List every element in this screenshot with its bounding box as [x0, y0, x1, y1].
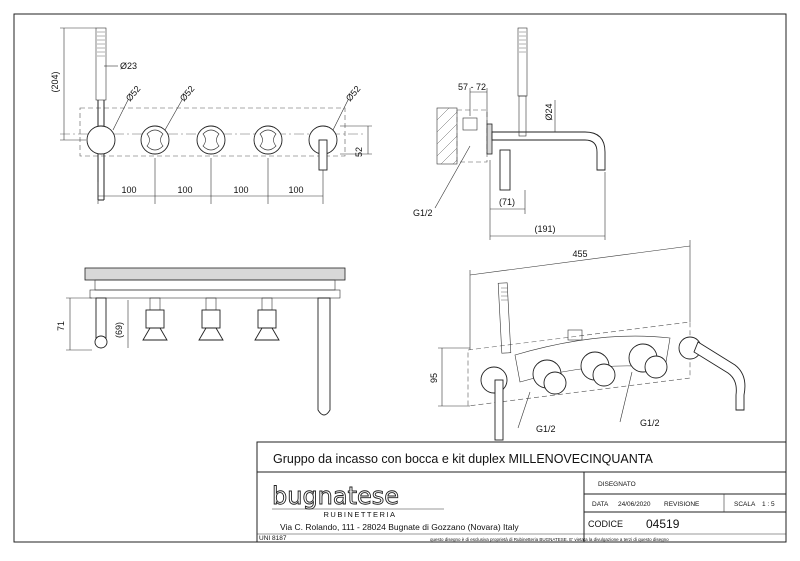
- side-view: 57 - 72 Ø24 G1/2 (71) (191): [413, 27, 606, 240]
- spacing-1: 100: [121, 185, 136, 195]
- disegnato-label: DISEGNATO: [598, 481, 636, 488]
- scala-label: SCALA: [734, 501, 756, 508]
- top-outer-height: 71: [56, 321, 66, 331]
- company-address: Via C. Rolando, 111 - 28024 Bugnate di G…: [280, 522, 519, 532]
- data-value: 24/06/2020: [618, 501, 651, 508]
- recess-outline: [79, 107, 346, 157]
- spacing-3: 100: [233, 185, 248, 195]
- iso-height: 95: [429, 373, 439, 383]
- plate-height: 52: [354, 147, 364, 157]
- revisione-label: REVISIONE: [664, 501, 700, 508]
- spout-profile: [491, 131, 606, 171]
- spout-top: [317, 297, 331, 416]
- handshower-head: [95, 27, 107, 101]
- front-view: 100 100 100 100 Ø23 Ø52 Ø52 Ø52 (204) 52: [50, 27, 372, 204]
- wall-section: [436, 107, 458, 165]
- rosette-left-diameter: Ø52: [124, 84, 143, 103]
- top-view: 71 (69): [56, 267, 346, 416]
- codice-label: CODICE: [588, 519, 623, 529]
- brand-subtitle: RUBINETTERIA: [323, 510, 396, 519]
- wall-range: 57 - 72: [458, 82, 486, 92]
- iso-length: 455: [572, 249, 587, 259]
- handshower-diameter: Ø23: [120, 61, 137, 71]
- uni-label: UNI 8187: [259, 535, 287, 542]
- rosette-right-diameter: Ø52: [344, 84, 363, 103]
- side-depth: (71): [499, 197, 515, 207]
- scala-value: 1 : 5: [762, 501, 775, 508]
- side-thread: G1/2: [413, 208, 433, 218]
- disclaimer: questo disegno è di esclusiva proprietà …: [430, 537, 669, 542]
- box-body: [84, 267, 346, 281]
- isometric-view: 455 95 G1/2 G1/2: [429, 240, 746, 441]
- spout-diameter: Ø24: [544, 103, 554, 120]
- iso-thread-right: G1/2: [640, 418, 660, 428]
- rosette-mid-diameter: Ø52: [178, 84, 197, 103]
- rosette-handshower: [86, 125, 116, 155]
- brand-logo: bugnatese: [272, 482, 399, 510]
- top-inner-height: (69): [114, 322, 124, 338]
- title-block: Gruppo da incasso con bocca e kit duplex…: [256, 441, 787, 543]
- spacing-4: 100: [288, 185, 303, 195]
- codice-value: 04519: [646, 517, 680, 531]
- spout-reach: (191): [534, 224, 555, 234]
- iso-plate: [467, 321, 691, 407]
- handshower-height: (204): [50, 71, 60, 92]
- spacing-2: 100: [177, 185, 192, 195]
- drawing-title: Gruppo da incasso con bocca e kit duplex…: [273, 452, 653, 466]
- iso-thread-left: G1/2: [536, 424, 556, 434]
- iso-spout: [693, 341, 746, 411]
- data-label: DATA: [592, 501, 609, 508]
